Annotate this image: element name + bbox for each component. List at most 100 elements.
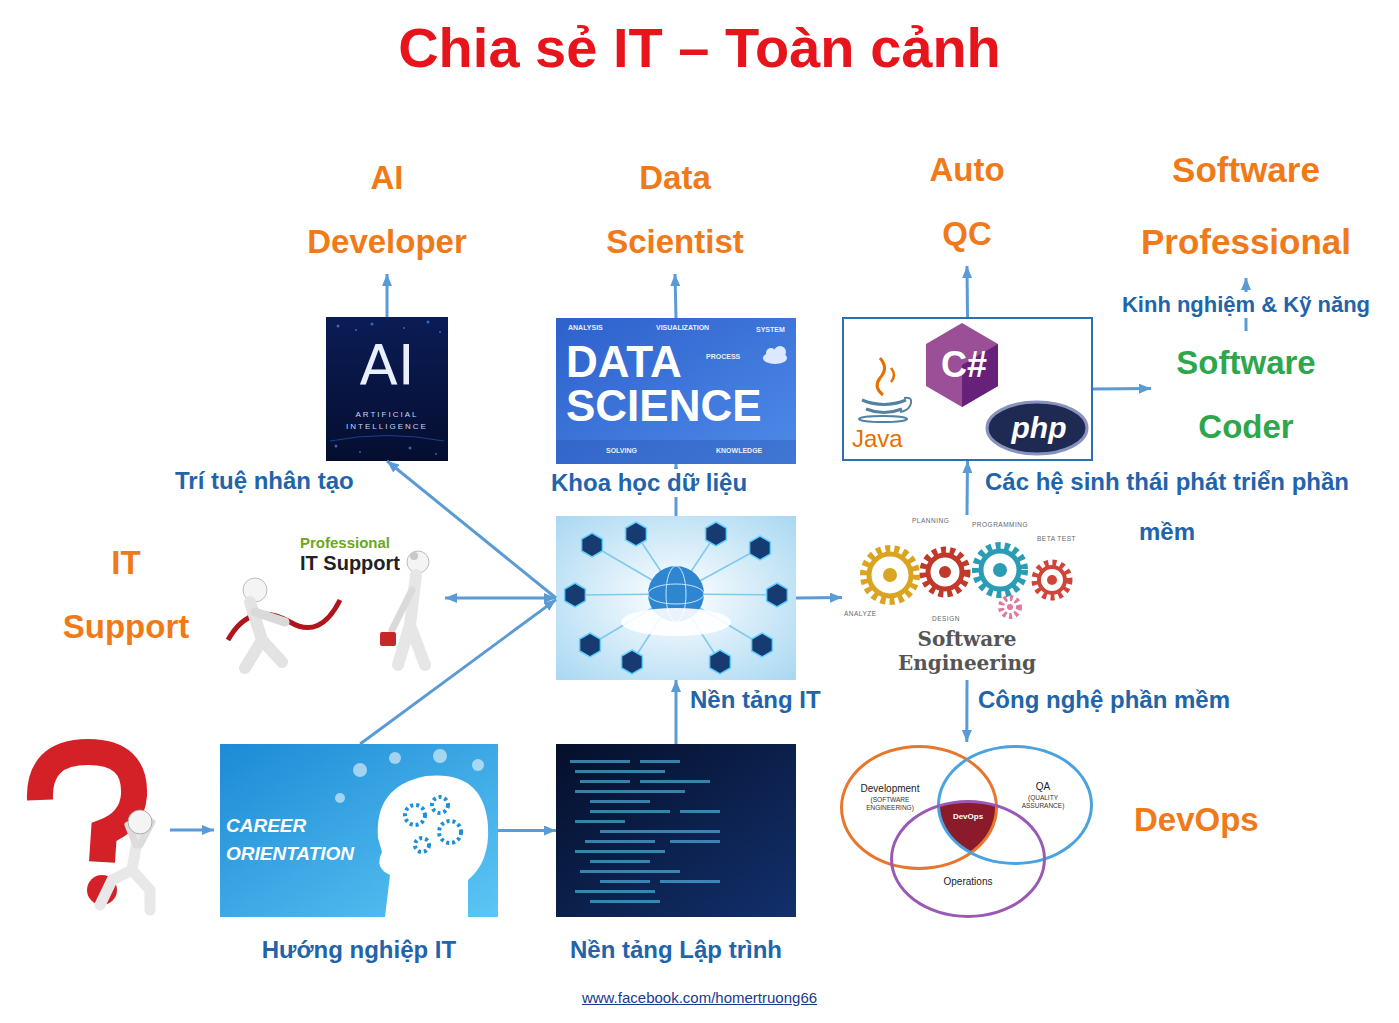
venn-circle: QA(QUALITY ASSURANCE) (937, 745, 1093, 865)
code-picture (575, 850, 665, 853)
software-engineering-picture (976, 546, 1024, 594)
confused-person-picture (128, 810, 152, 834)
code-picture (570, 760, 630, 763)
it-platform-picture (575, 534, 777, 662)
software-engineering-picture (923, 550, 967, 594)
language-logos (859, 416, 907, 422)
software-engineering-picture (993, 563, 1007, 577)
caption: Các hệ sinh thái phát triển phần mềm (977, 457, 1357, 557)
it-support-picture (380, 632, 396, 646)
software-engineering-picture (1035, 563, 1069, 597)
circle-note: (QUALITY ASSURANCE) (1010, 794, 1076, 810)
career-label: Software Coder (1151, 331, 1341, 459)
code-picture (556, 744, 796, 917)
ai-picture (359, 451, 361, 453)
decor-arrow (170, 830, 214, 831)
software-engineering-picture (883, 568, 897, 582)
it-platform-picture (752, 633, 773, 657)
circle-title: QA (1010, 781, 1076, 793)
image-text: KNOWLEDGE (716, 446, 762, 455)
software-engineering-picture (939, 566, 951, 578)
career-label: AI Developer (292, 146, 482, 274)
image-text: ANALYSIS (568, 323, 603, 332)
code-picture (680, 810, 720, 813)
arrow-connector (965, 680, 968, 742)
career-picture (405, 805, 425, 825)
software-engineering-picture (864, 549, 916, 601)
venn-center-label: DevOps (947, 812, 989, 822)
data-science-picture (556, 318, 796, 464)
node-text: Software Coder (1151, 331, 1341, 459)
it-support-picture (392, 590, 412, 630)
data-science-picture (556, 318, 796, 464)
venn-intersection (892, 802, 1044, 916)
career-picture (220, 744, 498, 917)
decor-arrow (170, 829, 214, 832)
circle-title: Operations (893, 876, 1043, 888)
language-logos (891, 368, 894, 382)
software-engineering-picture (1035, 563, 1069, 597)
code-picture (575, 820, 625, 823)
software-engineering-picture (1039, 567, 1065, 593)
image-text: CAREER ORIENTATION (226, 812, 376, 868)
ai-picture (335, 445, 338, 448)
software-engineering-picture (923, 550, 967, 594)
language-logos (842, 317, 1093, 461)
caption: Nền tảng IT (690, 686, 821, 714)
career-label: DevOps (1134, 788, 1259, 852)
code-picture (640, 760, 680, 763)
ai-picture (326, 317, 448, 461)
career-picture (439, 821, 461, 843)
software-engineering-picture (1001, 598, 1019, 616)
arrow-connector (498, 829, 556, 832)
node-text: Data Scientist (585, 146, 765, 274)
arrow-connector (386, 274, 389, 317)
code-picture (590, 800, 650, 803)
it-platform-picture (565, 583, 586, 607)
career-label: IT Support (51, 531, 201, 659)
career-picture (378, 775, 488, 917)
code-picture (590, 860, 650, 863)
it-platform-picture (622, 650, 643, 674)
career-picture (433, 749, 447, 763)
footer-link: www.facebook.com/homertruong66 (0, 988, 1399, 1008)
ai-picture (409, 447, 412, 450)
it-platform-picture (580, 633, 601, 657)
code-picture (575, 790, 685, 793)
code-picture (600, 830, 720, 833)
arrow-connector (966, 266, 970, 317)
circle-title: Development (854, 783, 926, 795)
it-platform-picture (626, 522, 647, 546)
venn-intersection (892, 802, 1044, 916)
arrow-connector (675, 274, 676, 318)
it-platform-picture (767, 583, 788, 607)
ai-picture (330, 436, 444, 442)
venn-diagram: DevOpsDevelopment(SOFTWARE ENGINEERING)Q… (838, 742, 1290, 922)
career-picture (432, 797, 448, 813)
caption: Công nghệ phần mềm (978, 686, 1230, 714)
it-platform-picture (648, 584, 704, 604)
caption: Khoa học dữ liệu (547, 469, 751, 497)
caption: Nền tảng Lập trình (526, 936, 826, 964)
image-text: AI (326, 335, 448, 395)
code-picture (600, 880, 650, 883)
gear-label: DESIGN (932, 615, 960, 623)
career-label: Software Professional (1111, 134, 1381, 278)
software-engineering-picture (928, 555, 962, 589)
career-picture (389, 752, 401, 764)
image-tile: PLANNINGPROGRAMMINGBETA TESTANALYZEDESIG… (842, 515, 1092, 680)
venn-circle: Development(SOFTWARE ENGINEERING) (840, 745, 998, 870)
logo-text: C# (924, 345, 1004, 385)
arrow-connector (1093, 387, 1151, 390)
image-tile: ANALYSISVISUALIZATIONSYSTEMPROCESSDATA S… (556, 318, 796, 464)
code-picture (670, 840, 720, 843)
ai-picture (371, 323, 374, 326)
career-picture (220, 744, 498, 917)
code-picture (590, 810, 670, 813)
it-platform-picture (565, 522, 788, 674)
gear-label: PROGRAMMING (972, 521, 1028, 529)
image-tile: CAREER ORIENTATIONHướng nghiệp IT (220, 744, 498, 917)
career-label: Data Scientist (585, 146, 765, 274)
node-text: Software Professional (1111, 134, 1381, 278)
